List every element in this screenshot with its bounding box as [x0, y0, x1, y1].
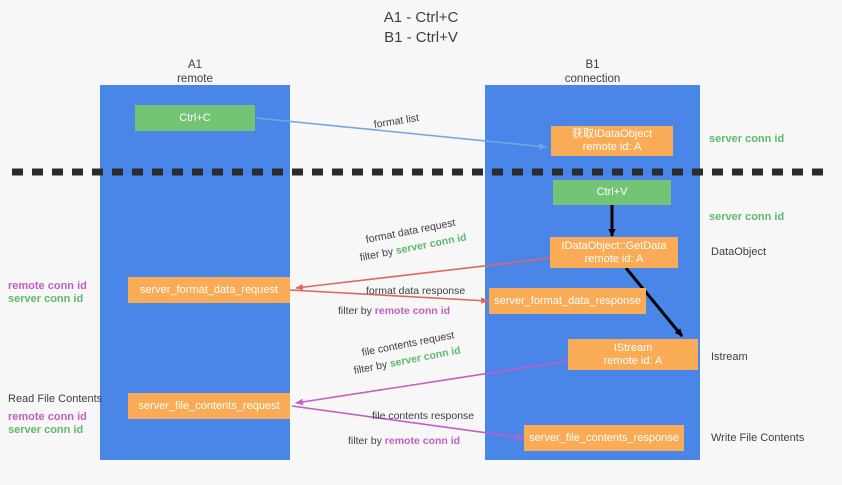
label-server-conn-id-2: server conn id: [8, 424, 84, 436]
edge-filter-prefix-2: filter by: [338, 305, 375, 317]
title-line-1: A1 - Ctrl+C: [383, 9, 459, 26]
node-server-file-contents-request[interactable]: server_file_contents_request: [128, 393, 290, 419]
node-istream-line2: remote id: A: [603, 354, 663, 367]
node-ctrl-v-line1: Ctrl+V: [596, 186, 628, 198]
column-b1-sub: connection: [564, 73, 621, 85]
edge-label-file-contents-response: file contents response: [372, 410, 475, 422]
node-istream-line1: IStream: [613, 341, 653, 354]
edge-label-format-data-response-filter: filter by remote conn id: [338, 304, 450, 319]
node-server-format-data-response-line1: server_format_data_response: [494, 294, 641, 307]
node-server-file-contents-response-line1: server_file_contents_response: [529, 431, 679, 444]
node-get-idataobject-line2: remote id: A: [582, 141, 642, 153]
node-get-idataobject[interactable]: 获取IDataObject remote id: A: [551, 126, 673, 156]
edge-label-format-list: format list: [372, 111, 420, 131]
node-ctrl-c[interactable]: Ctrl+C: [135, 105, 255, 131]
page-title: A1 - Ctrl+C B1 - Ctrl+V: [0, 8, 842, 48]
edge-filter-prefix-3: filter by: [352, 358, 392, 377]
node-server-format-data-request-line1: server_format_data_request: [139, 283, 279, 296]
node-idataobject-getdata[interactable]: IDataObject::GetData remote id: A: [550, 237, 678, 268]
column-a1-sub: remote: [177, 73, 213, 85]
label-dataobject: DataObject: [711, 246, 767, 258]
column-header-b1: B1 connection: [485, 58, 700, 86]
label-server-conn-id-top: server conn id: [709, 133, 785, 145]
label-write-file-contents: Write File Contents: [711, 432, 805, 444]
column-a1-name: A1: [187, 59, 203, 71]
label-read-file-contents: Read File Contents: [8, 393, 103, 405]
label-remote-conn-id-1: remote conn id: [8, 280, 87, 292]
column-b1-name: B1: [585, 59, 600, 71]
edge-filter-prefix-1: filter by: [358, 245, 398, 264]
title-line-2: B1 - Ctrl+V: [384, 29, 458, 46]
node-ctrl-c-line1: Ctrl+C: [179, 111, 211, 124]
node-idataobject-getdata-line2: remote id: A: [584, 252, 644, 265]
node-ctrl-v[interactable]: Ctrl+V: [553, 180, 671, 205]
label-server-conn-id-1: server conn id: [8, 293, 84, 305]
edge-filter-prefix-4: filter by: [348, 435, 385, 447]
node-istream[interactable]: IStream remote id: A: [568, 339, 698, 370]
node-get-idataobject-line1: 获取IDataObject: [571, 128, 653, 140]
label-server-conn-id-mid: server conn id: [709, 211, 785, 223]
node-idataobject-getdata-line1: IDataObject::GetData: [561, 239, 667, 252]
node-server-format-data-response[interactable]: server_format_data_response: [489, 288, 646, 314]
column-header-a1: A1 remote: [100, 58, 290, 86]
edge-filter-value-4: remote conn id: [384, 435, 461, 447]
edge-label-file-contents-response-filter: filter by remote conn id: [348, 434, 460, 449]
label-istream: Istream: [711, 351, 748, 363]
label-remote-conn-id-2: remote conn id: [8, 411, 87, 423]
edge-filter-value-2: remote conn id: [374, 305, 451, 317]
node-server-format-data-request[interactable]: server_format_data_request: [128, 277, 290, 303]
node-server-file-contents-response[interactable]: server_file_contents_response: [524, 425, 684, 451]
node-server-file-contents-request-line1: server_file_contents_request: [138, 399, 280, 412]
edge-label-format-data-response: format data response: [366, 285, 466, 297]
